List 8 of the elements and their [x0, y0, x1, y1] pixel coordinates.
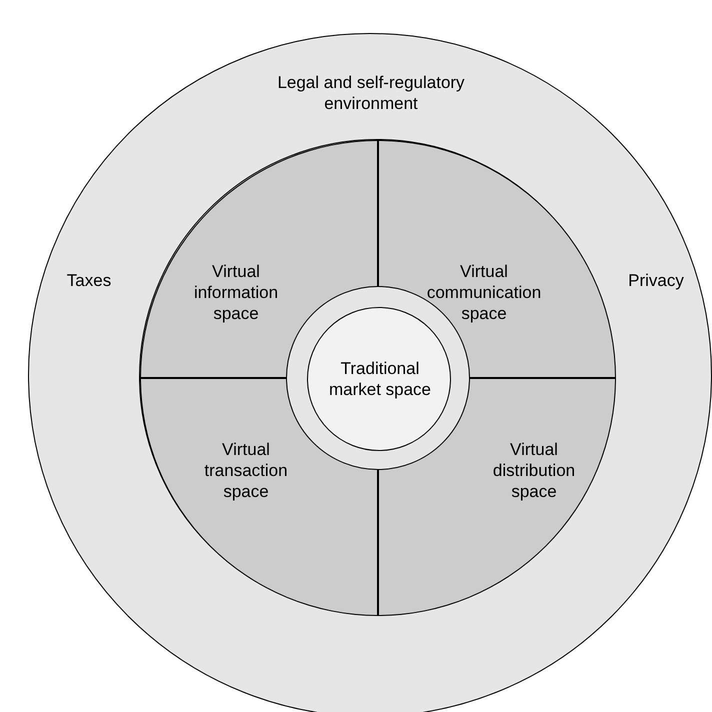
- ring-label: Privacy: [627, 270, 685, 291]
- quadrant-label: Virtual distribution space: [492, 439, 576, 502]
- quadrant-label: Virtual transaction space: [203, 439, 289, 502]
- quadrant-label: Virtual information space: [192, 261, 280, 324]
- quadrant-label: Virtual communication space: [426, 261, 542, 324]
- ring-label: Legal and self-regulatory environment: [276, 72, 466, 114]
- ring-label: Taxes: [66, 270, 112, 291]
- center-label: Traditional market space: [328, 358, 432, 400]
